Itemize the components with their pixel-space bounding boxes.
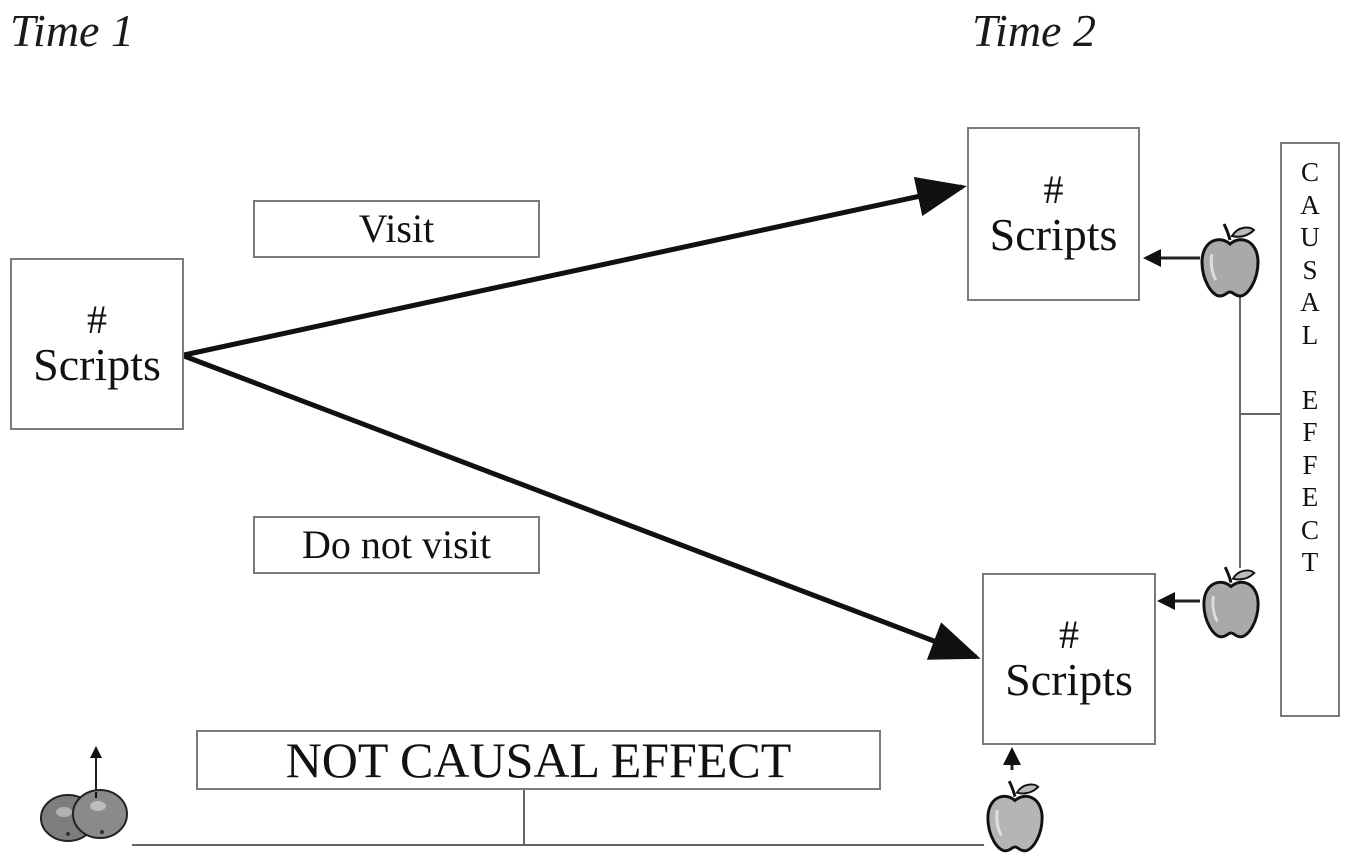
causal-effect-letter: U [1300,222,1320,252]
causal-effect-letter: C [1300,514,1319,545]
causal-effect-letter: F [1302,417,1318,447]
causal-effect-letter: L [1301,319,1319,350]
causal-effect-label: C A U S A L E F F E C T [1280,142,1340,717]
node-time2-visit-scripts: # Scripts [967,127,1140,301]
visit-arrow [183,176,967,358]
causal-effect-letter: T [1301,547,1319,577]
causal-effect-letter: F [1302,449,1318,480]
node-time2-novisit-label: Scripts [1005,653,1133,705]
apple-icon [986,780,1044,853]
node-time2-visit-hash: # [1043,166,1064,212]
causal-effect-letter: S [1302,254,1318,285]
node-time2-novisit-hash: # [1059,611,1079,657]
apple-icon [1200,223,1260,298]
node-time2-novisit-scripts: # Scripts [982,573,1156,745]
apple-icon [1202,566,1260,639]
causal-effect-letter: A [1300,287,1320,317]
causal-effect-letter: C [1300,157,1319,187]
not-causal-effect-label: NOT CAUSAL EFFECT [196,730,881,790]
no-visit-arrow [183,353,981,660]
time2-heading: Time 2 [972,5,1096,56]
node-time2-visit-label: Scripts [989,208,1118,260]
node-time1-scripts: # Scripts [10,258,184,430]
node-time1-hash: # [87,296,107,342]
visit-label: Visit [253,200,540,258]
causal-effect-letter: E [1301,384,1319,415]
causal-effect-letter: E [1301,482,1319,512]
causal-effect-letter: A [1300,189,1320,220]
node-time1-label: Scripts [33,338,161,390]
time1-heading: Time 1 [10,5,134,56]
do-not-visit-label: Do not visit [253,516,540,574]
apples-pair-icon [40,789,128,842]
